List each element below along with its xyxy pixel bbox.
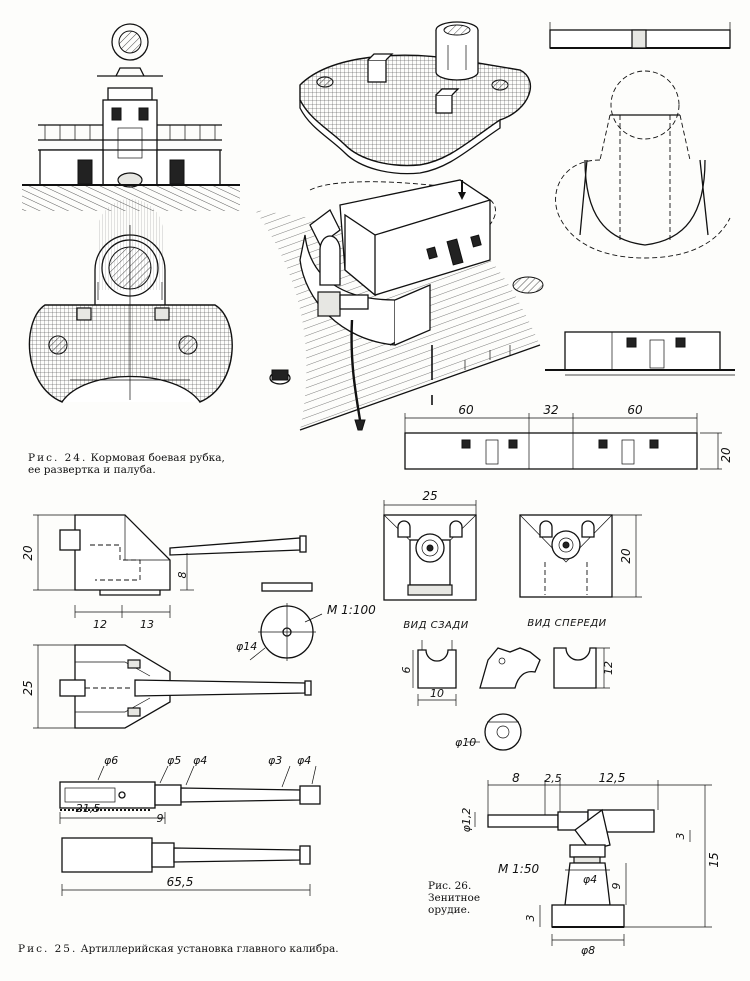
fig24-caption-text: Кормовая боевая рубка, ее развертка и па… [28, 452, 225, 476]
aa-gun-drawing [474, 780, 712, 946]
tower-development-dimensioned [404, 413, 722, 470]
main-gun-side-view [33, 514, 307, 618]
tower-template-outline [555, 70, 731, 259]
dim-aa-3-top: 3 [674, 833, 687, 840]
gun-barrel-detail [59, 765, 321, 824]
main-gun-lower-view [61, 837, 311, 896]
dim-total-length: 65,5 [167, 875, 194, 889]
main-gun-top-view [33, 644, 312, 729]
conning-tower-elevation [22, 23, 240, 211]
dim-barrel-d5: φ5 [167, 754, 181, 767]
dim-disc-diameter: φ14 [236, 640, 257, 653]
development-strip-small [549, 22, 731, 49]
dim-development-right: 60 [627, 403, 643, 417]
fig26-scale: М 1:50 [498, 862, 539, 876]
gun-small-parts [412, 640, 610, 751]
main-gun-front-view [519, 514, 642, 598]
dim-base-left: 12 [93, 618, 107, 631]
dim-rear-width: 25 [422, 489, 437, 503]
dim-side-height: 20 [21, 545, 35, 561]
dim-development-height: 20 [719, 447, 733, 463]
dim-saddle-height: 6 [400, 667, 413, 674]
fig25-scale: М 1:100 [327, 603, 376, 617]
fig25-caption: Рис. 25. Артиллерийская установка главно… [18, 943, 358, 955]
dim-barrel-d4b: φ4 [297, 754, 311, 767]
dim-barrel-len-21-5: 21,5 [76, 802, 101, 815]
dim-aa-8: 8 [512, 771, 520, 785]
dim-aa-dia-1-2: φ1,2 [460, 808, 473, 833]
dim-aa-2-5: 2,5 [544, 772, 562, 785]
dim-aa-dia-4: φ4 [583, 873, 597, 886]
dim-barrel-height: 8 [176, 572, 189, 579]
gun-base-disc [249, 582, 323, 661]
fig25-caption-text: Артиллерийская установка главного калибр… [80, 943, 339, 955]
dim-aa-9: 9 [610, 883, 623, 890]
tower-side-development [545, 331, 735, 376]
dim-aa-12-5: 12,5 [599, 771, 626, 785]
dim-aa-15: 15 [707, 852, 721, 867]
label-front-view: ВИД СПЕРЕДИ [527, 618, 606, 629]
label-rear-view: ВИД СЗАДИ [403, 620, 468, 631]
dim-development-left: 60 [458, 403, 474, 417]
dim-barrel-d4a: φ4 [193, 754, 207, 767]
fig24-caption-prefix: Рис. 24. [28, 452, 88, 464]
dim-roller-diameter: φ10 [455, 736, 476, 749]
fig26-caption: Рис. 26. Зенитное орудие. [428, 880, 498, 916]
conning-tower-deck-plan [28, 199, 233, 403]
dim-pedestal-height: 12 [602, 661, 615, 675]
dim-barrel-len-9: 9 [157, 812, 164, 825]
fig26-caption-prefix: Рис. 26. [428, 880, 472, 892]
dim-barrel-d6: φ6 [104, 754, 118, 767]
dim-development-mid: 32 [543, 403, 558, 417]
dim-aa-3-bottom: 3 [524, 915, 537, 922]
fig24-caption: Рис. 24. Кормовая боевая рубка, ее разве… [28, 452, 233, 476]
fig26-caption-line1: Зенитное [428, 892, 481, 904]
isometric-tower-deck [299, 21, 531, 175]
isometric-ship-deck-assembly [255, 179, 544, 431]
dim-barrel-d3: φ3 [268, 754, 282, 767]
dim-top-width: 25 [21, 680, 35, 695]
dim-aa-dia-8: φ8 [581, 944, 595, 957]
fig25-caption-prefix: Рис. 25. [18, 943, 78, 955]
fig26-caption-line2: орудие. [428, 904, 471, 916]
dim-saddle-width: 10 [430, 687, 444, 700]
dim-base-right: 13 [140, 618, 154, 631]
main-gun-rear-view [383, 500, 477, 601]
dim-front-height: 20 [619, 548, 633, 564]
